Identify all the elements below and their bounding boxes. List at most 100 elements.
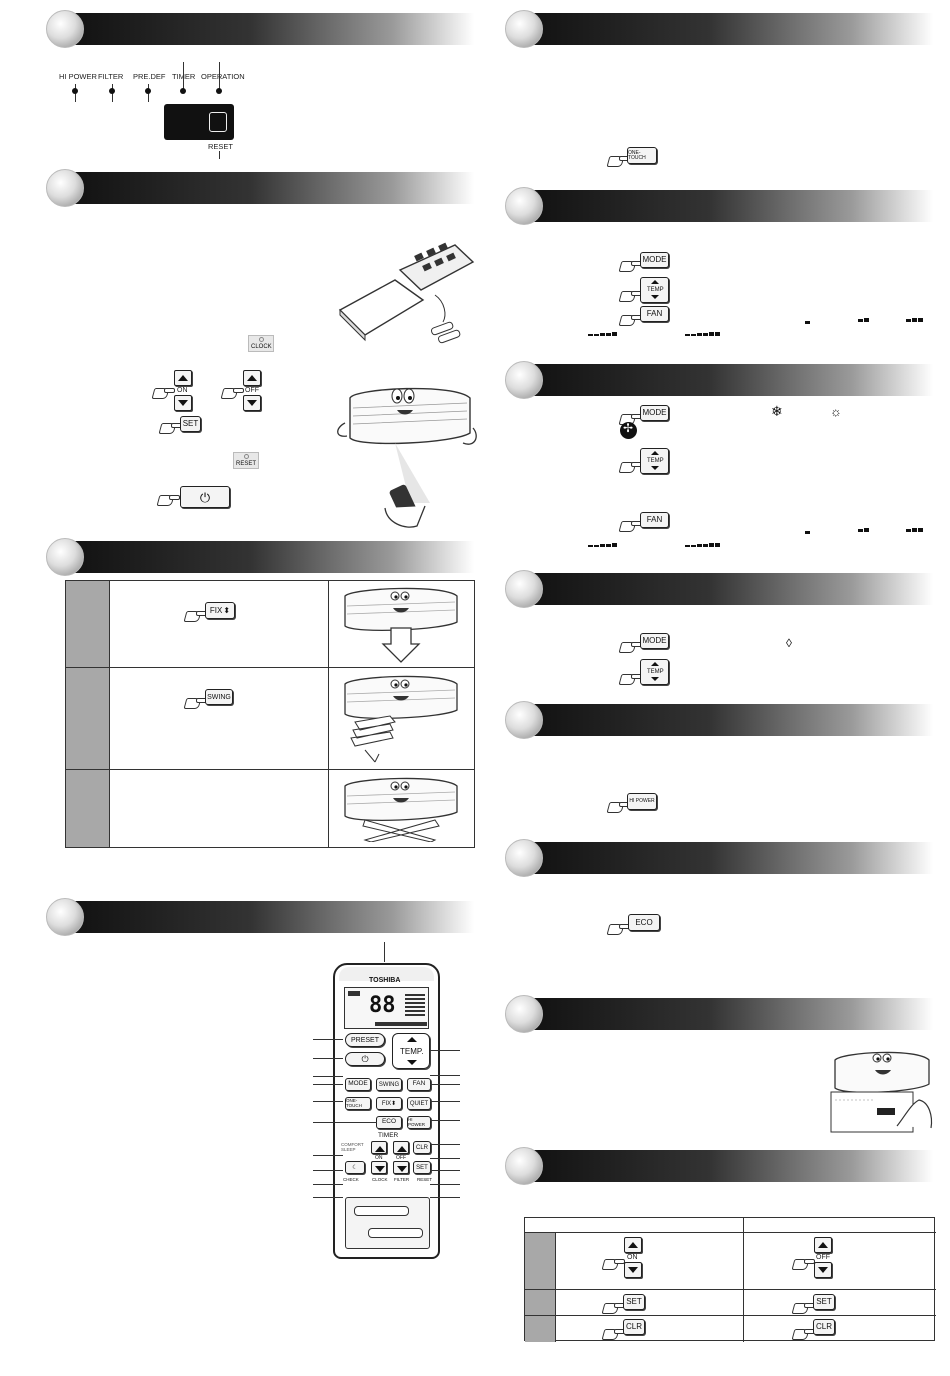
table-clr-off-button[interactable]: CLR [813,1319,835,1335]
section-header-auto-operation [505,187,933,225]
swing-button[interactable]: SWING [205,689,233,705]
temp-label-3: TEMP [647,669,664,675]
remote-eco-button[interactable]: ECO [376,1116,402,1129]
remote-top [339,967,434,981]
remote-check-label: CHECK [343,1177,359,1182]
timer-off-up-button[interactable] [243,370,261,386]
indicator-predef-label: PRE.DEF [133,72,166,81]
pointing-hand-icon [620,258,642,272]
mode-button-3[interactable]: MODE [640,633,669,649]
remote-fix-label: FIX [381,1100,392,1107]
remote-display: 88 [344,987,429,1029]
fan-button[interactable]: FAN [640,306,669,322]
pointing-hand-icon [620,671,642,685]
timer-on-up-button[interactable] [174,370,192,386]
eco-button[interactable]: ECO [628,914,660,931]
remote-swing-button[interactable]: SWING [376,1078,402,1091]
table-off-down-button[interactable] [814,1262,832,1278]
fix-label: FIX [209,605,223,615]
hi-power-button[interactable]: HI POWER [627,793,657,810]
on-label: ON [177,387,188,394]
pointing-hand-icon [793,1326,815,1340]
remote-quiet-button[interactable]: QUIET [407,1097,431,1110]
table-on-label: ON [627,1254,638,1261]
temp-label: TEMP [647,287,664,293]
remote-timer-on-down-button[interactable] [371,1161,387,1174]
dry-icon: ◊ [786,636,792,650]
fix-button[interactable]: FIX⬍ [205,602,235,619]
table-on-up-button[interactable] [624,1237,642,1253]
timer-table [524,1217,936,1342]
remote-fan-button[interactable]: FAN [407,1078,431,1091]
auto-swing-illustration [344,777,458,842]
heat-icon: ☼ [830,404,842,419]
temp-button-2[interactable]: TEMP [640,448,669,474]
remote-filter-label: FILTER [394,1177,410,1182]
remote-control: TOSHIBA 88 PRESET ⏻ TEMP. MODE SWING FAN… [333,963,440,1259]
clock-button[interactable]: CLOCK [248,335,274,352]
swing-louver-illustration [344,675,458,763]
section-header-timer-operation [505,1147,933,1185]
pointing-hand-icon [620,518,642,532]
table-set-on-button[interactable]: SET [623,1294,645,1310]
power-button[interactable]: ⏻ [180,486,230,508]
remote-mode-button[interactable]: MODE [345,1078,371,1091]
table-clr-on-button[interactable]: CLR [623,1319,645,1335]
timer-off-down-button[interactable] [243,395,261,411]
remote-clock-label: CLOCK [372,1177,388,1182]
remote-timer-off-up-button[interactable] [393,1141,409,1154]
one-touch-button[interactable]: ONE-TOUCH [627,147,657,164]
moon-icon: ☾ [352,1164,358,1171]
table-off-up-button[interactable] [814,1237,832,1253]
fan-button-2[interactable]: FAN [640,512,669,528]
up-down-arrow-icon: ⬍ [223,605,231,615]
remote-power-button[interactable]: ⏻ [345,1052,385,1066]
temporary-button-illustration [830,1051,933,1133]
indicator-panel [164,104,234,140]
remote-set-button[interactable]: SET [413,1161,431,1174]
reset-small-button[interactable]: RESET [233,452,259,469]
pointing-hand-icon [620,459,642,473]
indicator-filter-label: FILTER [98,72,124,81]
section-header-cool-heat-fan [505,361,933,399]
remote-one-touch-button[interactable]: ONE-TOUCH [345,1097,371,1110]
remote-temp-label: TEMP. [400,1047,424,1056]
pointing-hand-icon [608,921,630,935]
remote-battery-compartment [345,1197,430,1249]
pointing-hand-icon [160,420,182,434]
fixed-louver-illustration [344,587,458,663]
set-button[interactable]: SET [180,416,201,432]
remote-comfort-sleep-button[interactable]: ☾ [345,1161,365,1174]
section-header-airflow [46,538,474,576]
mode-button[interactable]: MODE [640,252,669,268]
reset-small-label: RESET [236,461,257,467]
pointing-hand-icon [158,492,180,506]
table-set-off-button[interactable]: SET [813,1294,835,1310]
remote-temp-button[interactable]: TEMP. [392,1033,430,1069]
indicator-hi-power-label: HI POWER [59,72,97,81]
up-down-arrow-icon: ⬍ [391,1100,397,1107]
section-header-preparation [46,169,474,207]
pointing-hand-icon [603,1300,625,1314]
remote-small-labels: CHECK CLOCK FILTER RESET [341,1177,436,1185]
remote-timer-off-down-button[interactable] [393,1161,409,1174]
remote-fix-button[interactable]: FIX⬍ [376,1097,402,1110]
mode-button-2[interactable]: MODE [640,405,669,421]
temp-button-3[interactable]: TEMP [640,659,669,685]
power-icon: ⏻ [361,1053,369,1064]
remote-timer-label: TIMER [378,1132,399,1139]
remote-clr-button[interactable]: CLR [413,1141,431,1154]
pointing-hand-icon [603,1326,625,1340]
reset-button[interactable] [209,112,227,132]
off-label: OFF [245,387,259,394]
table-on-down-button[interactable] [624,1262,642,1278]
ac-unit-with-remote-illustration [337,387,477,528]
section-header-one-touch [505,10,933,48]
remote-timer-on-up-button[interactable] [371,1141,387,1154]
cool-icon: ❄ [771,403,783,419]
timer-on-down-button[interactable] [174,395,192,411]
remote-preset-button[interactable]: PRESET [345,1033,385,1047]
remote-hi-power-button[interactable]: HI POWER [407,1116,431,1129]
temp-button[interactable]: TEMP [640,277,669,303]
fan-mode-icon: ✢ [620,421,637,439]
